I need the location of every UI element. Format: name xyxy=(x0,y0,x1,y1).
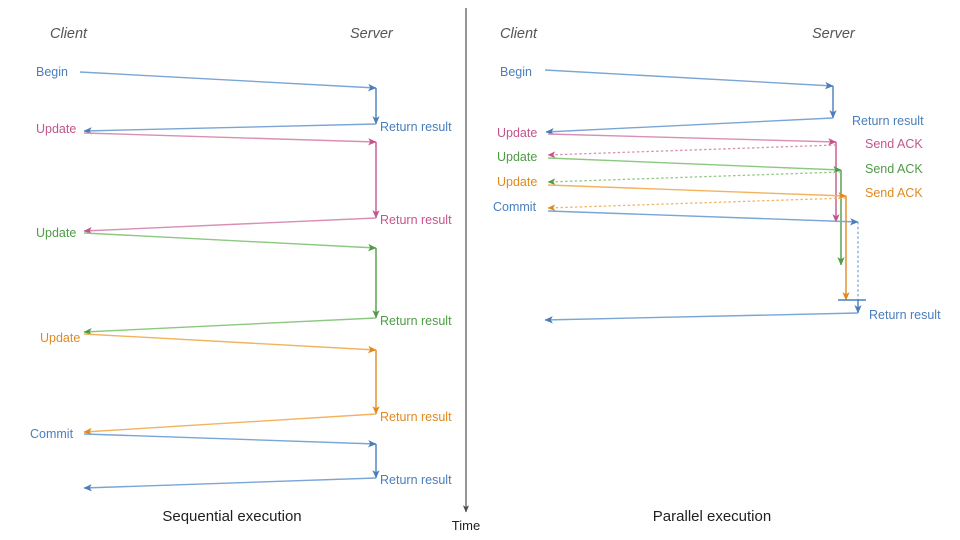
message-path-seq-update-3-request xyxy=(83,333,377,354)
message-label-sequential-return-5: Return result xyxy=(380,473,452,487)
lane-header-parallel-server: Server xyxy=(812,26,856,42)
message-label-sequential-return-3: Return result xyxy=(380,314,452,328)
message-label-sequential-update-1: Update xyxy=(36,122,76,136)
panel-sequential-paths xyxy=(79,71,380,492)
message-label-sequential-update-2: Update xyxy=(36,226,76,240)
message-label-parallel-begin: Begin xyxy=(500,65,532,79)
message-path-seq-return-3 xyxy=(83,317,377,336)
message-path-seq-commit-request xyxy=(83,433,377,448)
message-label-parallel-ack-1: Send ACK xyxy=(865,137,923,151)
message-label-parallel-update-2: Update xyxy=(497,150,537,164)
lane-header-sequential-client: Client xyxy=(50,26,88,42)
message-label-parallel-update-3: Update xyxy=(497,175,537,189)
message-path-seq-update-1-request xyxy=(83,132,377,146)
message-path-seq-return-2 xyxy=(83,217,377,235)
message-label-sequential-begin: Begin xyxy=(36,65,68,79)
panel-caption-parallel: Parallel execution xyxy=(653,508,771,525)
message-path-par-commit-request xyxy=(547,210,859,226)
message-label-parallel-ack-3: Send ACK xyxy=(865,186,923,200)
panel-caption-sequential: Sequential execution xyxy=(162,508,301,525)
message-path-seq-begin-request xyxy=(79,71,377,92)
message-path-seq-return-1 xyxy=(83,123,377,135)
panel-parallel-paths xyxy=(544,69,866,324)
message-path-seq-return-5 xyxy=(83,477,377,492)
message-path-par-ack-1 xyxy=(547,144,837,159)
message-label-parallel-commit: Commit xyxy=(493,200,537,214)
message-path-par-ack-3 xyxy=(547,197,847,212)
message-path-par-update-2-request xyxy=(547,157,842,174)
message-arrow-layer xyxy=(79,69,866,492)
message-path-seq-update-2-request xyxy=(83,232,377,252)
message-path-par-ack-2 xyxy=(547,171,842,186)
lane-header-parallel-client: Client xyxy=(500,26,538,42)
lane-header-sequential-server: Server xyxy=(350,26,394,42)
message-label-sequential-return-2: Return result xyxy=(380,213,452,227)
message-label-sequential-update-3: Update xyxy=(40,331,80,345)
message-path-par-return-1 xyxy=(545,117,834,136)
message-path-seq-return-4 xyxy=(83,413,377,436)
message-label-parallel-update-1: Update xyxy=(497,126,537,140)
message-label-sequential-return-4: Return result xyxy=(380,410,452,424)
message-path-par-update-1-request xyxy=(547,133,837,146)
message-path-par-return-2 xyxy=(544,312,859,324)
message-label-parallel-return-2: Return result xyxy=(869,308,941,322)
message-label-sequential-return-1: Return result xyxy=(380,120,452,134)
message-label-sequential-commit: Commit xyxy=(30,427,74,441)
time-axis-label: Time xyxy=(452,518,480,533)
message-path-par-update-3-request xyxy=(547,184,847,200)
message-label-parallel-ack-2: Send ACK xyxy=(865,162,923,176)
message-path-par-begin-request xyxy=(544,69,834,90)
message-label-parallel-return-1: Return result xyxy=(852,114,924,128)
